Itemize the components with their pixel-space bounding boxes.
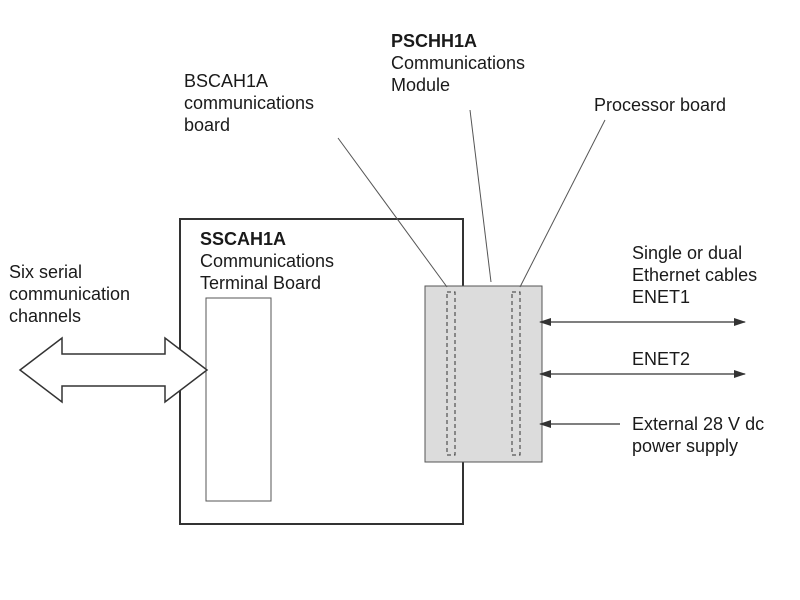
ethernet-line1: Single or dual	[632, 243, 743, 263]
serial-channels-label: Six serial communication channels	[9, 261, 130, 327]
power-line1: External 28 V dc	[632, 414, 765, 434]
ethernet-label: Single or dual Ethernet cables ENET1	[632, 242, 757, 308]
enet2-label: ENET2	[632, 348, 690, 370]
pschh1a-line2: Module	[391, 75, 451, 95]
ethernet-line3: ENET1	[632, 287, 691, 307]
serial-line2: communication	[9, 284, 131, 304]
sscah1a-name: SSCAH1A	[200, 229, 287, 249]
ethernet-line2: Ethernet cables	[632, 265, 758, 285]
processor-board-outline	[511, 291, 521, 456]
bscah1a-board-outline	[446, 291, 456, 456]
bscah1a-label: BSCAH1A communications board	[184, 70, 314, 136]
terminal-board-connector	[205, 297, 272, 502]
bscah1a-line3: board	[184, 115, 231, 135]
pschh1a-name: PSCHH1A	[391, 31, 478, 51]
processor-board-text: Processor board	[594, 95, 727, 115]
sscah1a-label: SSCAH1A Communications Terminal Board	[200, 228, 334, 294]
processor-board-label: Processor board	[594, 94, 726, 116]
power-supply-label: External 28 V dc power supply	[632, 413, 764, 457]
serial-line3: channels	[9, 306, 82, 326]
sscah1a-line1: Communications	[200, 251, 335, 271]
bscah1a-leader-line	[337, 137, 448, 288]
bscah1a-line2: communications	[184, 93, 315, 113]
processor-leader-line	[519, 119, 606, 288]
sscah1a-line2: Terminal Board	[200, 273, 322, 293]
pschh1a-label: PSCHH1A Communications Module	[391, 30, 525, 96]
pschh1a-line1: Communications	[391, 53, 526, 73]
serial-line1: Six serial	[9, 262, 83, 282]
module-leader-line	[469, 109, 492, 283]
power-line2: power supply	[632, 436, 739, 456]
serial-double-arrow	[18, 336, 209, 404]
communications-module-box	[424, 285, 543, 463]
enet2-text: ENET2	[632, 349, 691, 369]
bscah1a-line1: BSCAH1A	[184, 71, 269, 91]
